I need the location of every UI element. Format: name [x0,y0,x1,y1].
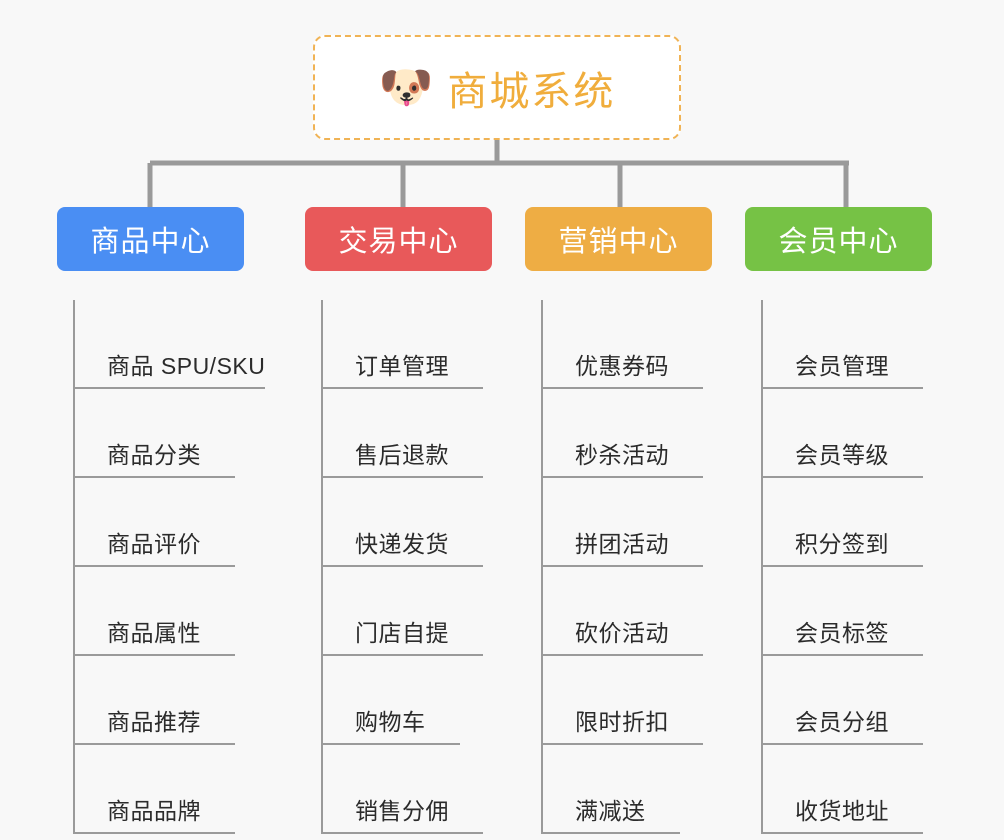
list-item-label: 砍价活动 [575,620,669,646]
branch-item-list-trade: 订单管理 售后退款 快递发货 门店自提 购物车 销售分佣 [321,300,492,834]
list-item-label: 会员标签 [795,620,889,646]
list-item-label: 会员等级 [795,442,889,468]
list-item-label: 秒杀活动 [575,442,669,468]
branch-column-member: 会员中心 会员管理 会员等级 积分签到 会员标签 会员分组 收货地址 [745,207,932,834]
list-item-label: 拼团活动 [575,531,669,557]
list-item[interactable]: 购物车 [323,656,460,745]
list-item[interactable]: 收货地址 [763,745,923,834]
list-item[interactable]: 秒杀活动 [543,389,703,478]
list-item[interactable]: 订单管理 [323,300,483,389]
list-item[interactable]: 会员等级 [763,389,923,478]
list-item[interactable]: 会员分组 [763,656,923,745]
branch-header-label: 商品中心 [90,226,211,258]
list-item-label: 收货地址 [795,798,889,824]
list-item[interactable]: 商品属性 [75,567,235,656]
list-item-label: 限时折扣 [575,709,669,735]
branch-header-trade[interactable]: 交易中心 [305,207,492,271]
branch-column-marketing: 营销中心 优惠券码 秒杀活动 拼团活动 砍价活动 限时折扣 满减送 [525,207,712,834]
list-item-label: 门店自提 [355,620,449,646]
list-item-label: 商品 SPU/SKU [107,353,266,379]
list-item[interactable]: 商品评价 [75,478,235,567]
list-item-label: 会员分组 [795,709,889,735]
list-item[interactable]: 积分签到 [763,478,923,567]
branch-header-marketing[interactable]: 营销中心 [525,207,712,271]
list-item-label: 积分签到 [795,531,889,557]
list-item-label: 商品推荐 [107,709,201,735]
list-item[interactable]: 商品分类 [75,389,235,478]
list-item[interactable]: 满减送 [543,745,680,834]
list-item[interactable]: 售后退款 [323,389,483,478]
list-item[interactable]: 砍价活动 [543,567,703,656]
list-item-label: 满减送 [575,798,646,824]
branch-item-list-product: 商品 SPU/SKU 商品分类 商品评价 商品属性 商品推荐 商品品牌 [73,300,265,834]
shiba-dog-face-icon: 🐶 [378,62,434,112]
list-item-label: 商品分类 [107,442,201,468]
list-item-label: 商品评价 [107,531,201,557]
branch-header-member[interactable]: 会员中心 [745,207,932,271]
branch-header-label: 会员中心 [778,226,899,258]
list-item[interactable]: 销售分佣 [323,745,483,834]
list-item[interactable]: 商品品牌 [75,745,235,834]
branch-item-list-marketing: 优惠券码 秒杀活动 拼团活动 砍价活动 限时折扣 满减送 [541,300,712,834]
list-item-label: 购物车 [355,709,426,735]
branch-column-trade: 交易中心 订单管理 售后退款 快递发货 门店自提 购物车 销售分佣 [305,207,492,834]
list-item-label: 优惠券码 [575,353,669,379]
list-item-label: 会员管理 [795,353,889,379]
branch-column-product: 商品中心 商品 SPU/SKU 商品分类 商品评价 商品属性 商品推荐 商品品牌 [57,207,265,834]
list-item-label: 销售分佣 [355,798,449,824]
branch-header-label: 交易中心 [338,226,459,258]
list-item[interactable]: 拼团活动 [543,478,703,567]
list-item[interactable]: 商品推荐 [75,656,235,745]
list-item[interactable]: 快递发货 [323,478,483,567]
list-item[interactable]: 会员管理 [763,300,923,389]
list-item-label: 订单管理 [355,353,449,379]
list-item[interactable]: 优惠券码 [543,300,703,389]
list-item[interactable]: 商品 SPU/SKU [75,300,265,389]
list-item[interactable]: 会员标签 [763,567,923,656]
list-item[interactable]: 限时折扣 [543,656,703,745]
branch-header-label: 营销中心 [558,226,679,258]
branch-item-list-member: 会员管理 会员等级 积分签到 会员标签 会员分组 收货地址 [761,300,932,834]
list-item[interactable]: 门店自提 [323,567,483,656]
branch-header-product[interactable]: 商品中心 [57,207,244,271]
list-item-label: 快递发货 [355,531,449,557]
list-item-label: 售后退款 [355,442,449,468]
root-title: 商城系统 [447,69,616,114]
list-item-label: 商品属性 [107,620,201,646]
list-item-label: 商品品牌 [107,798,201,824]
root-node[interactable]: 🐶 商城系统 [313,35,681,140]
